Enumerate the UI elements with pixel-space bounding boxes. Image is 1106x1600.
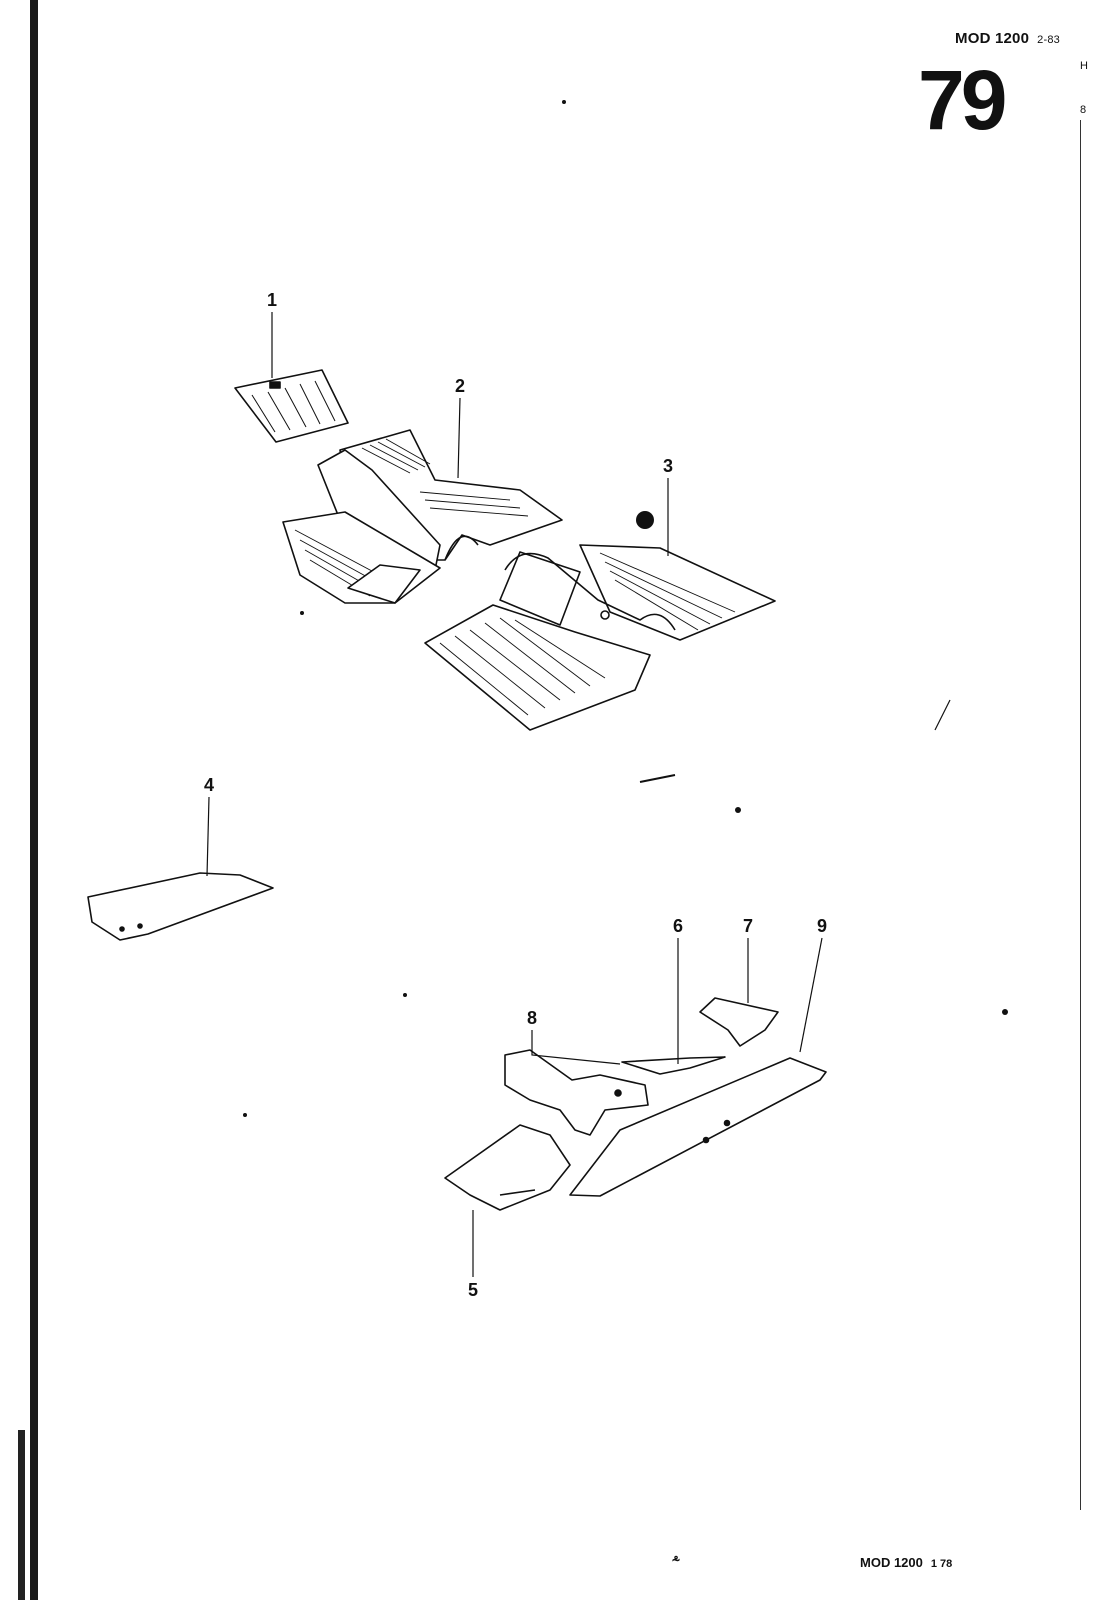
footer-model-text: MOD 1200 — [860, 1555, 923, 1570]
header-date-code: 2-83 — [1037, 34, 1060, 46]
right-edge-mark-h: H — [1080, 60, 1088, 72]
callout-4: 4 — [204, 775, 214, 795]
part-5-side-panel — [444, 1124, 571, 1211]
callout-1: 1 — [267, 290, 277, 310]
callout-7: 7 — [743, 916, 753, 936]
callout-9: 9 — [817, 916, 827, 936]
footer-model-code: MOD 1200 1 78 — [860, 1555, 952, 1570]
callout-6: 6 — [673, 916, 683, 936]
header-model-code: MOD 1200 2-83 — [955, 30, 1060, 47]
page-number: 79 — [918, 53, 1007, 147]
page-binding-edge — [30, 0, 38, 1600]
part-8-bracket — [504, 1049, 649, 1136]
right-edge-mark-8: 8 — [1080, 104, 1087, 116]
callout-3: 3 — [663, 456, 673, 476]
header-model-text: MOD 1200 — [955, 30, 1030, 47]
callout-2: 2 — [455, 376, 465, 396]
page-binding-shadow — [18, 1430, 25, 1600]
leader-lines — [206, 312, 823, 1277]
part-6-small-plate — [621, 1056, 726, 1075]
footer-code-number: 1 78 — [930, 1558, 953, 1570]
callout-8: 8 — [527, 1008, 537, 1028]
part-9-long-sill — [569, 1057, 827, 1197]
callout-5: 5 — [468, 1280, 478, 1300]
footer-mark: ⸛ — [672, 1552, 681, 1568]
part-4-panel — [87, 872, 274, 941]
part-7-angled-plate — [699, 997, 779, 1047]
part-1-floor-plate — [234, 369, 349, 443]
part-2-front-floor-pan — [282, 429, 563, 604]
right-margin-rule — [1080, 120, 1081, 1510]
part-3-rear-floor-pan — [424, 544, 776, 731]
scan-specks — [243, 100, 1008, 1117]
